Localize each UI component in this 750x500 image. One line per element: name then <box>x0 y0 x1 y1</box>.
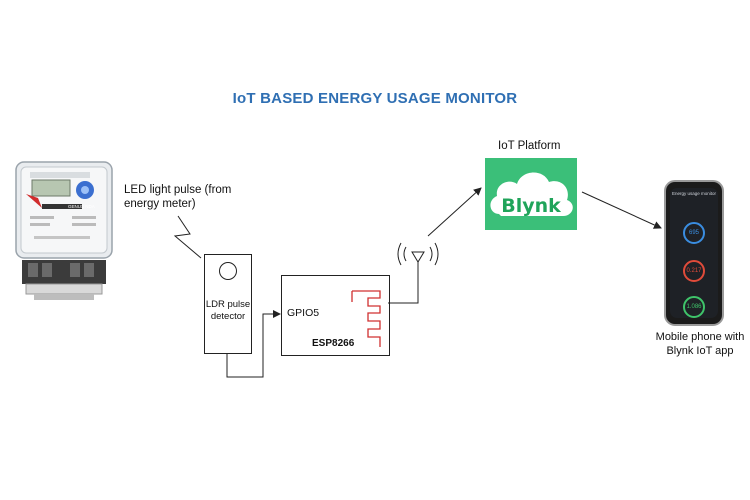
led-pulse-label: LED light pulse (from energy meter) <box>124 183 234 211</box>
blynk-platform-box: Blynk <box>485 158 577 230</box>
gauge-energy: 1.086 <box>683 296 705 318</box>
ldr-label-line2: detector <box>210 311 246 322</box>
cloud-icon <box>490 172 573 216</box>
phone-screen: Energy usage monitor 695 0.217 1.086 <box>670 188 718 318</box>
gauge-current: 0.217 <box>683 260 705 282</box>
app-header: Energy usage monitor <box>671 191 717 196</box>
esp-module-label: ESP8266 <box>312 338 355 349</box>
mobile-phone: Energy usage monitor 695 0.217 1.086 <box>664 180 724 326</box>
blynk-logo-text: Blynk <box>501 195 561 217</box>
esp-to-antenna-wire <box>388 262 419 304</box>
diagram-title: IoT BASED ENERGY USAGE MONITOR <box>232 90 518 107</box>
ldr-label: LDR pulse detector <box>201 299 255 323</box>
iot-platform-label: IoT Platform <box>498 140 561 152</box>
mobile-label-line1: Mobile phone with <box>655 331 745 343</box>
gpio-pin-label: GPIO5 <box>287 307 320 319</box>
ldr-detector-box: LDR pulse detector <box>204 254 252 354</box>
ldr-to-gpio-wire <box>226 310 281 378</box>
ldr-sensor-icon <box>219 262 237 280</box>
meter-brand-label: GENUS NDA <box>68 204 95 209</box>
energy-meter-image: GENUS NDA <box>15 161 113 300</box>
mobile-phone-label: Mobile phone with Blynk IoT app <box>645 330 750 358</box>
ldr-label-line1: LDR pulse <box>205 299 251 310</box>
antenna-icon <box>397 242 439 266</box>
gauge-voltage: 695 <box>683 222 705 244</box>
led-pulse-label-line2: energy meter) <box>124 198 196 210</box>
esp8266-box: GPIO5 ESP8266 <box>281 275 390 356</box>
blynk-to-phone-arrow <box>581 191 662 229</box>
light-pulse-zigzag <box>173 215 202 259</box>
antenna-to-blynk-arrow <box>427 187 482 237</box>
led-pulse-label-line1: LED light pulse (from <box>124 184 232 196</box>
esp-antenna-trace <box>352 290 381 347</box>
mobile-label-line2: Blynk IoT app <box>666 345 734 357</box>
